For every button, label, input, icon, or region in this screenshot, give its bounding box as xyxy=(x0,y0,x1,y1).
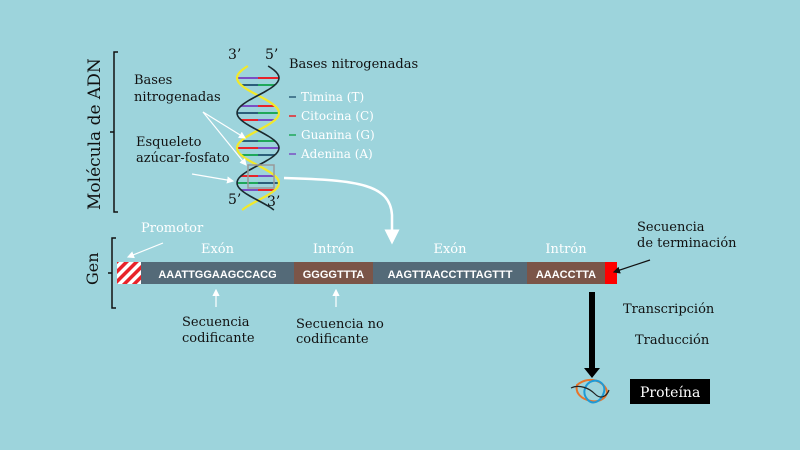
legend-item: Guanina (G) xyxy=(301,128,375,142)
protein-icon xyxy=(570,379,610,404)
legend-item: Citocina (C) xyxy=(301,109,374,123)
bases-pointer-arrow xyxy=(202,111,247,139)
gene-segment-intron xyxy=(294,262,373,284)
bases-pointer-arrow xyxy=(202,111,247,166)
protein-label-box xyxy=(630,379,710,404)
segment-type-label: Intrón xyxy=(313,242,355,257)
gene-bracket xyxy=(108,237,116,309)
segment-type-label: Exón xyxy=(433,242,467,257)
promoter-label: Promotor xyxy=(141,221,204,236)
legend-item: Adenina (A) xyxy=(300,147,373,161)
backbone-pointer-arrow xyxy=(191,173,235,184)
helix-bottom-left-end: 5’ xyxy=(228,192,241,208)
promoter-arrow xyxy=(126,242,164,259)
segment-sequence: AAGTTAACCTTTAGTTT xyxy=(388,269,513,281)
protein-label: Proteína xyxy=(640,385,700,401)
dna-bracket xyxy=(110,51,118,213)
legend-item: Timina (T) xyxy=(301,90,364,104)
helix-top-left-end: 3’ xyxy=(228,47,241,63)
expression-arrowhead xyxy=(584,368,600,378)
gene-segment-intron xyxy=(527,262,605,284)
zoom-connector-arrow xyxy=(283,176,400,245)
termination-arrow xyxy=(612,259,651,274)
base-legend: Timina (T) Citocina (C) Guanina (G) Adenina… xyxy=(289,90,375,161)
translation-label: Traducción xyxy=(635,333,710,348)
gene-segment-exon xyxy=(141,262,294,284)
segment-sequence: AAACCTTA xyxy=(536,269,596,281)
segment-sequence: GGGGTTTA xyxy=(303,269,365,281)
legend-title: Bases nitrogenadas xyxy=(289,57,418,72)
segment-type-label: Exón xyxy=(201,242,235,257)
dna-helix xyxy=(235,65,280,211)
transcription-label: Transcripción xyxy=(623,302,715,317)
termination-region xyxy=(605,262,617,284)
segment-sequence: AAATTGGAAGCCACG xyxy=(158,269,276,281)
dna-molecule-label: Molécula de ADN xyxy=(85,58,105,210)
helix-top-right-end: 5’ xyxy=(265,47,278,63)
helix-bottom-right-end: 3’ xyxy=(267,194,280,210)
gene-label: Gen xyxy=(83,252,102,285)
segment-type-label: Intrón xyxy=(545,242,587,257)
gene-segment-exon xyxy=(373,262,527,284)
dna-zoom-box xyxy=(247,164,275,189)
promoter-region xyxy=(117,262,141,284)
dna-strand-dark xyxy=(236,65,280,211)
